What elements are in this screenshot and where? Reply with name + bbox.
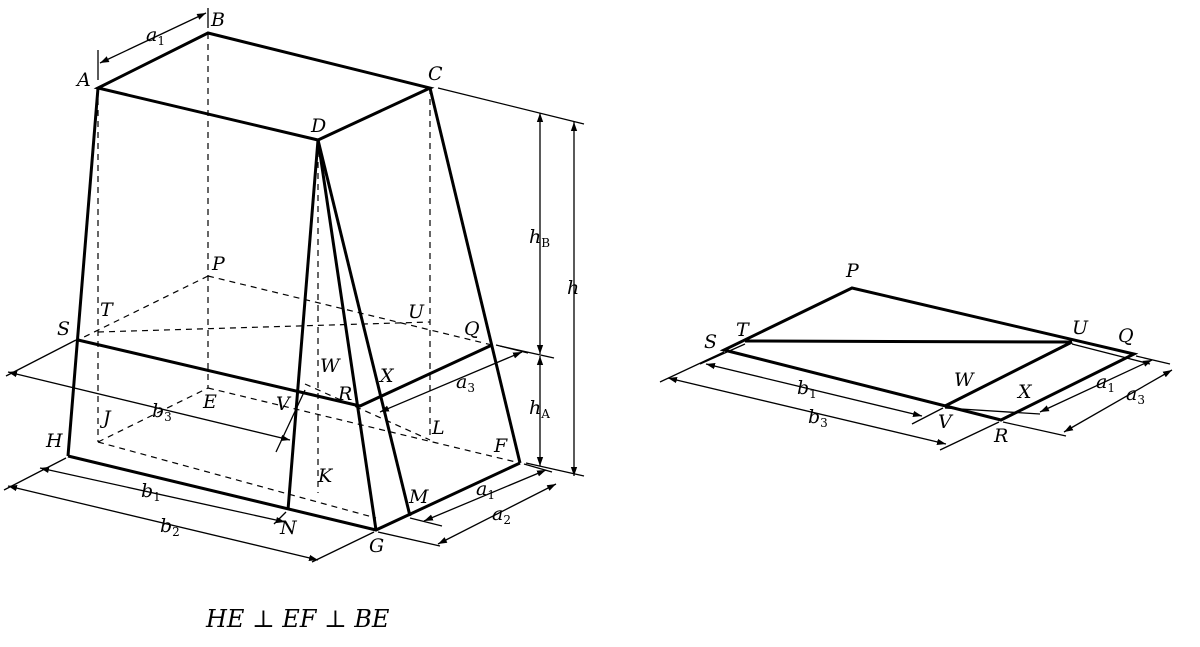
plan-label-W: W xyxy=(954,369,975,391)
label-S: S xyxy=(57,318,70,340)
label-F: F xyxy=(493,435,508,457)
label-W: W xyxy=(320,355,341,377)
label-E: E xyxy=(202,391,217,413)
plan-label-a3: a3 xyxy=(1126,383,1145,407)
label-A: A xyxy=(75,69,91,91)
label-h: h xyxy=(567,277,579,299)
plan-label-b3: b3 xyxy=(808,406,828,430)
dim-b3 xyxy=(5,339,306,453)
hidden-edges xyxy=(77,33,521,519)
label-hA: hA xyxy=(529,397,550,421)
point-labels: B A C D P S T U Q W X R V E J H L F K M … xyxy=(45,9,508,557)
label-P: P xyxy=(211,253,226,275)
visible-edges xyxy=(66,31,522,532)
dim-a1-top xyxy=(97,8,209,80)
plan-edges xyxy=(719,286,1139,422)
plan-dimension-labels: b1 b3 a1 a3 xyxy=(797,371,1145,430)
plan-label-V: V xyxy=(938,411,954,433)
plan-label-Q: Q xyxy=(1118,325,1134,347)
dim-b1-b2 xyxy=(3,457,375,563)
label-G: G xyxy=(369,535,384,557)
label-Q: Q xyxy=(464,318,480,340)
label-a1-top: a1 xyxy=(146,24,165,48)
plan-label-R: R xyxy=(993,425,1008,447)
plan-label-U: U xyxy=(1072,317,1089,339)
label-C: C xyxy=(428,63,443,85)
plan-label-a1: a1 xyxy=(1096,371,1115,395)
label-H: H xyxy=(45,430,63,452)
label-U: U xyxy=(408,301,425,323)
label-J: J xyxy=(99,407,112,429)
label-L: L xyxy=(431,417,445,439)
plan-label-b1: b1 xyxy=(797,377,817,401)
label-B: B xyxy=(210,9,225,31)
label-a3: a3 xyxy=(456,371,475,395)
label-X: X xyxy=(378,365,395,387)
label-D: D xyxy=(310,115,326,137)
plan-label-P: P xyxy=(845,260,860,282)
label-b2: b2 xyxy=(160,515,180,539)
plan-label-S: S xyxy=(704,331,717,353)
label-a2: a2 xyxy=(492,503,511,527)
label-hB: hB xyxy=(529,226,550,250)
plan-label-X: X xyxy=(1016,381,1033,403)
dimension-labels: a1 hB h hA a3 b3 b1 b2 a1 a2 xyxy=(141,24,579,539)
plan-point-labels: P S T U Q W X V R xyxy=(704,260,1134,447)
label-b3: b3 xyxy=(152,400,172,424)
solid-figure: B A C D P S T U Q W X R V E J H L F K M … xyxy=(3,8,585,563)
perpendicularity-caption: HE ⊥ EF ⊥ BE xyxy=(205,605,390,633)
dim-heights xyxy=(437,87,585,477)
plan-dimensions xyxy=(659,343,1173,451)
plan-figure: P S T U Q W X V R b1 b3 a1 a3 xyxy=(659,260,1173,451)
label-N: N xyxy=(279,517,298,539)
label-a1-bottom: a1 xyxy=(476,478,495,502)
label-R: R xyxy=(337,383,352,405)
label-b1: b1 xyxy=(141,480,161,504)
label-T: T xyxy=(100,299,114,321)
dim-a1-a2-bottom xyxy=(377,463,557,547)
label-M: M xyxy=(408,486,429,508)
dim-a3 xyxy=(379,344,529,413)
plan-label-T: T xyxy=(736,319,750,341)
label-V: V xyxy=(276,393,292,415)
label-K: K xyxy=(317,465,334,487)
